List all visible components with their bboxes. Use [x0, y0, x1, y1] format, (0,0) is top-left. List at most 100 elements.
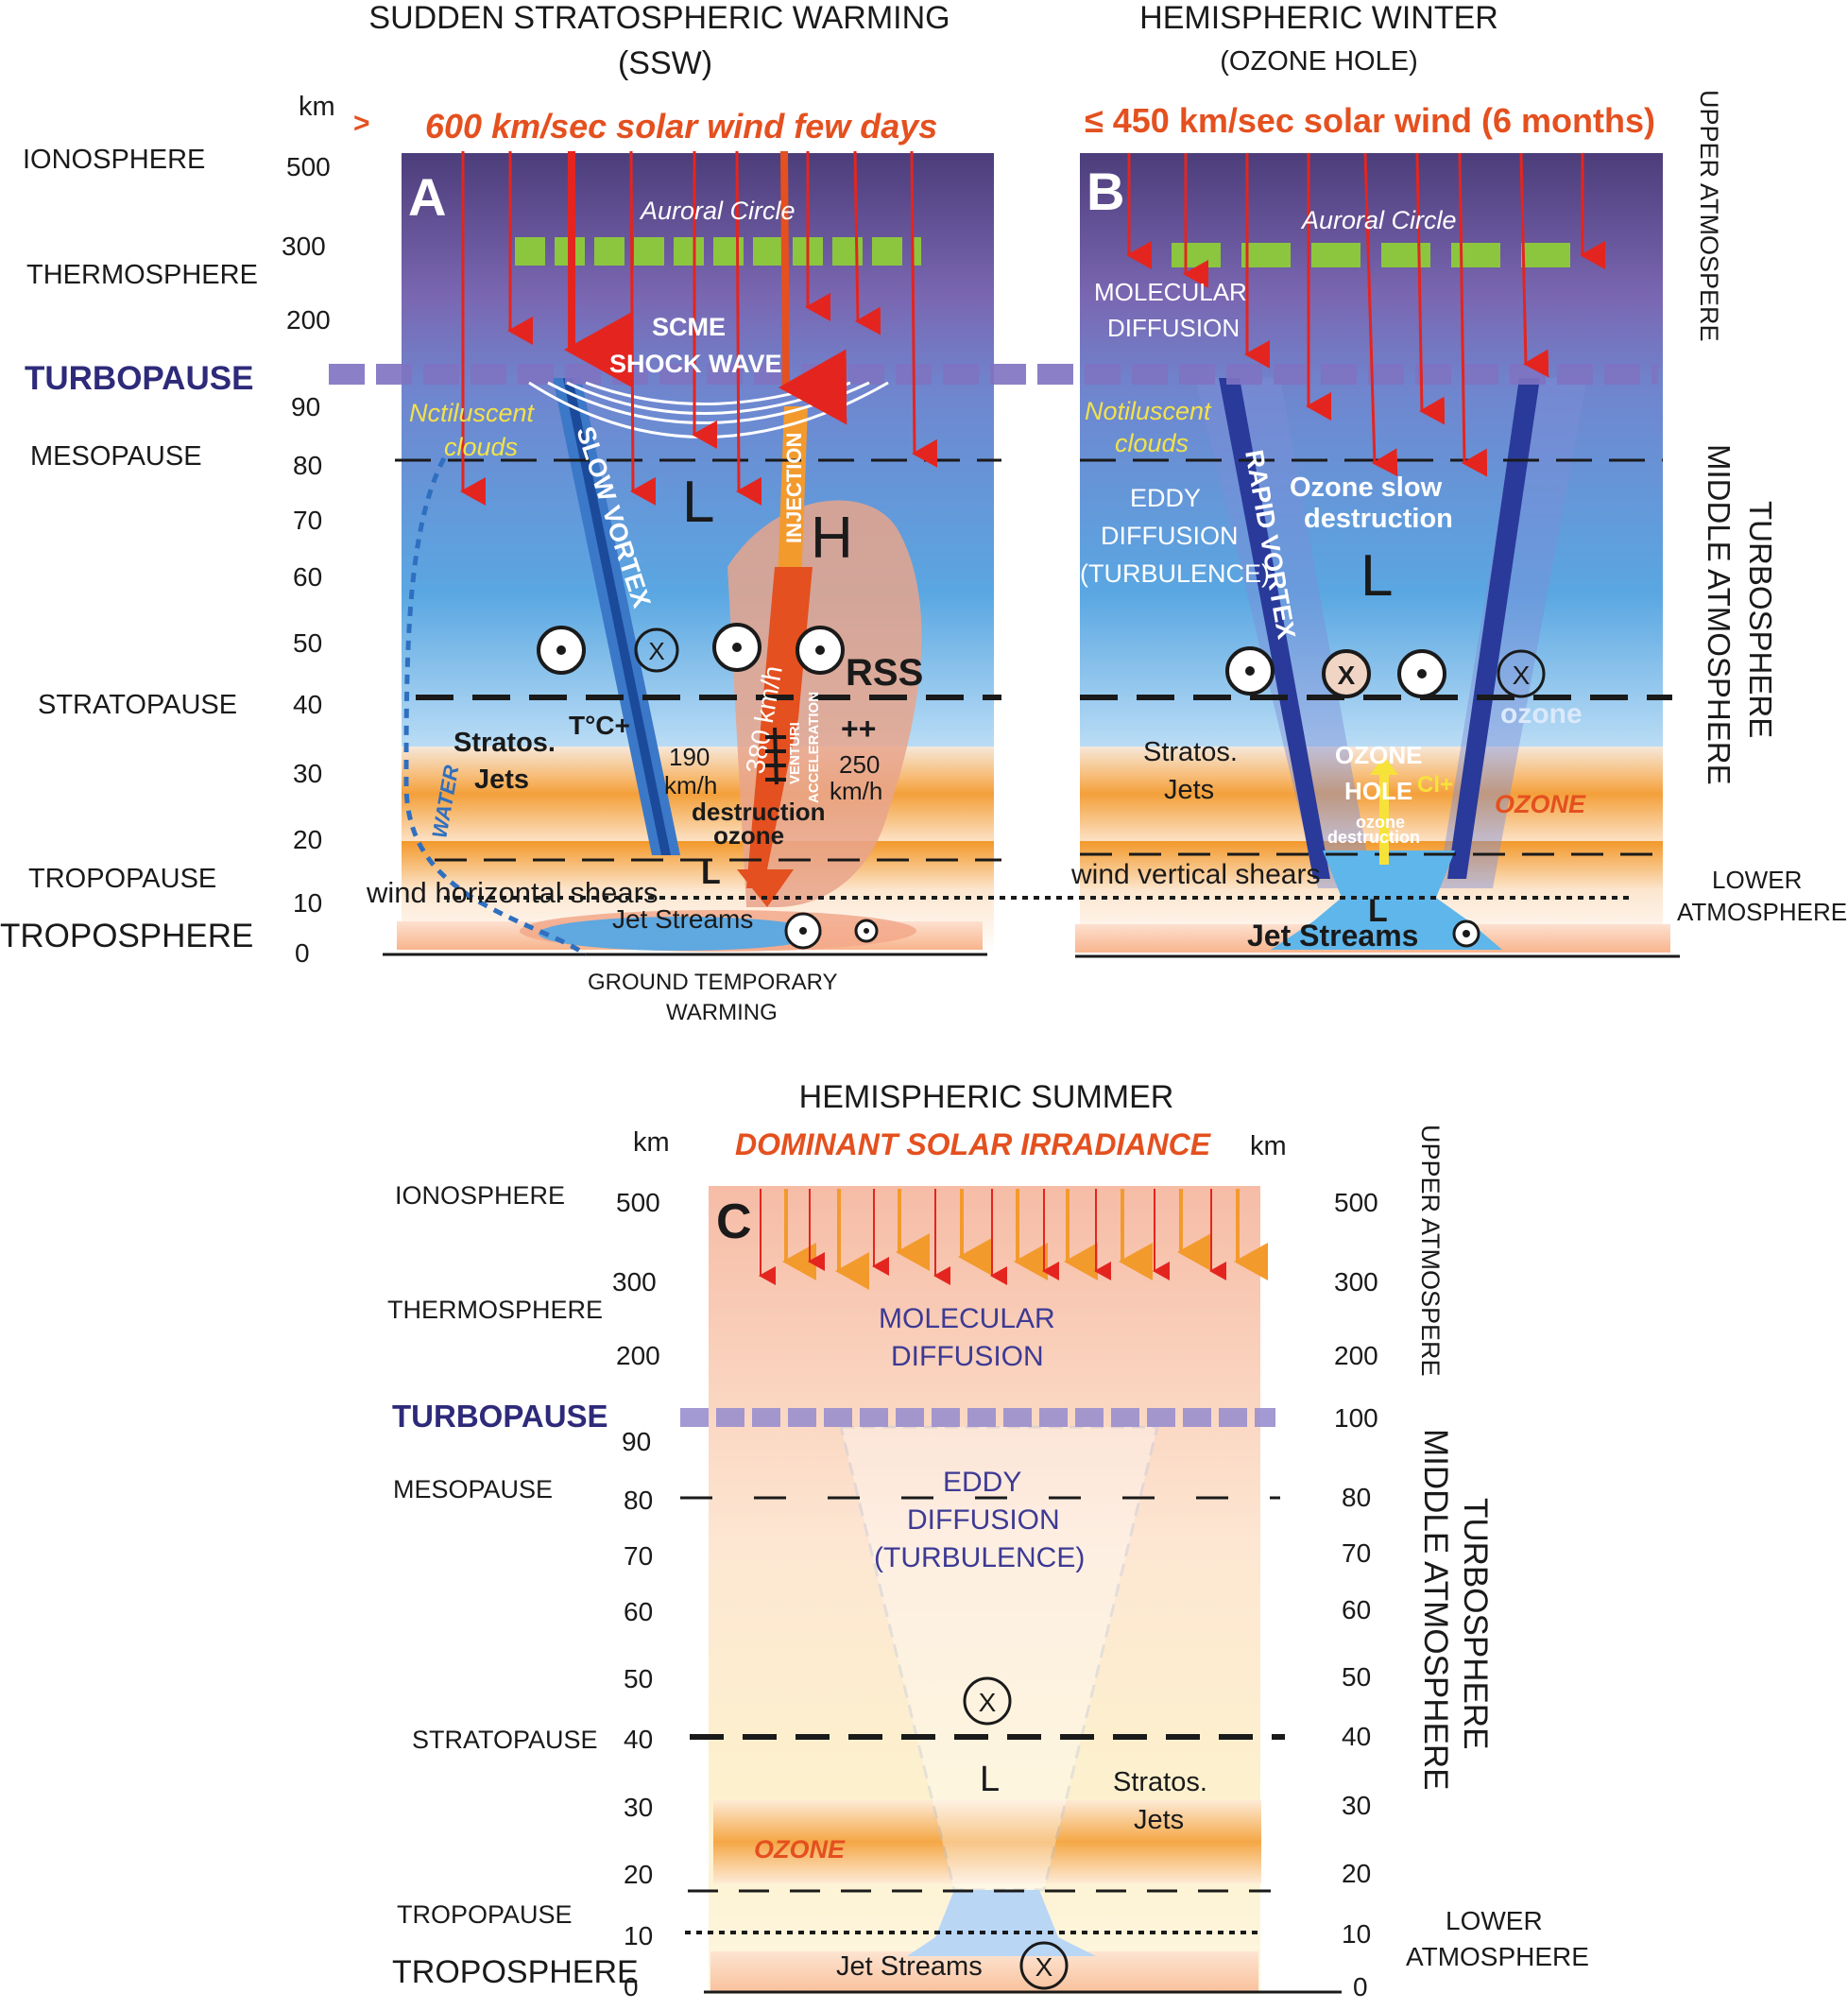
- ozone-slow-1: Ozone slow: [1290, 472, 1443, 503]
- panel-b-letter: B: [1087, 162, 1124, 221]
- km-tick: 40: [293, 690, 322, 719]
- km-right-label: km: [1250, 1131, 1287, 1161]
- km-tick: 0: [1353, 1972, 1368, 2001]
- panel-b-solar-wind: ≤ 450 km/sec solar wind (6 months): [1085, 101, 1655, 140]
- km-tick: 40: [624, 1725, 653, 1754]
- km-tick: 50: [624, 1664, 653, 1693]
- eddy-diffusion-c3: (TURBULENCE): [874, 1542, 1085, 1573]
- label-stratopause: STRATOPAUSE: [38, 690, 237, 720]
- speed-250-value: 250: [839, 750, 880, 779]
- km-tick: 70: [624, 1541, 653, 1571]
- ozone-hole-2: HOLE: [1344, 777, 1412, 805]
- turbosphere-label-top: TURBOSPHERE: [1743, 501, 1778, 738]
- km-tick: 20: [624, 1860, 653, 1889]
- panel-a-solar-arrows: [460, 150, 938, 506]
- stratos-jets-c1: Stratos.: [1113, 1767, 1207, 1797]
- panel-c-title: HEMISPHERIC SUMMER: [799, 1079, 1174, 1115]
- panel-a-high-label: H: [811, 506, 853, 571]
- km-tick: 90: [291, 392, 320, 421]
- panel-a-tropo-low: L: [701, 855, 721, 891]
- panel-b-low-label: L: [1360, 543, 1393, 609]
- cross-symbol: X: [1338, 661, 1356, 690]
- rapid-vortex-left-wall: [1219, 378, 1330, 879]
- bottom-right-km-ticks: 500 300 200 100 80 70 60 50 40 30 20 10 …: [1334, 1188, 1378, 2001]
- lower-atmosphere-top-2: ATMOSPHERE: [1677, 898, 1847, 926]
- injection-label: INJECTION: [782, 433, 806, 543]
- label-troposphere: TROPOSPHERE: [0, 918, 253, 954]
- ozone-slow-2: destruction: [1304, 504, 1453, 534]
- wind-horizontal-shears: wind horizontal shears: [366, 876, 658, 909]
- top-km-ticks: 500 300 200 90 80 70 60 50 40 30 20 10 0: [282, 152, 331, 968]
- panel-b-jet-base: [1271, 850, 1502, 950]
- km-tick: 300: [1334, 1267, 1378, 1297]
- venturi-label-2: ACCELERATION: [806, 692, 822, 803]
- label-stratopause-c: STRATOPAUSE: [412, 1726, 598, 1754]
- eddy-diffusion-c2: DIFFUSION: [907, 1504, 1060, 1536]
- lower-atmosphere-top-1: LOWER: [1712, 866, 1802, 894]
- stratos-jets-a1: Stratos.: [453, 728, 556, 758]
- km-tick: 70: [293, 506, 322, 535]
- km-tick: 500: [616, 1188, 660, 1217]
- km-tick: 80: [293, 451, 322, 480]
- panel-b-auroral-label: Auroral Circle: [1300, 206, 1457, 234]
- plus-plus-label: ++: [841, 712, 876, 746]
- km-tick: 50: [1342, 1662, 1371, 1692]
- cl-plus-label: Cl+: [1417, 772, 1453, 798]
- km-tick: 200: [286, 305, 331, 335]
- label-tropopause: TROPOPAUSE: [28, 864, 216, 894]
- top-layer-lines: [383, 458, 1680, 958]
- label-mesopause-c: MESOPAUSE: [393, 1475, 553, 1503]
- noctilucent-label-b2: clouds: [1115, 429, 1189, 457]
- km-tick: 20: [1342, 1859, 1371, 1888]
- rapid-vortex-right-wall: [1447, 378, 1540, 879]
- noctilucent-label-a1: Nctiluscent: [409, 399, 536, 427]
- ground-warming-1: GROUND TEMPORARY: [588, 970, 837, 995]
- label-ionosphere-c: IONOSPHERE: [395, 1181, 565, 1210]
- stratos-jets-c2: Jets: [1134, 1805, 1184, 1835]
- panel-c-jet-base: [907, 1890, 1096, 1956]
- panel-b-tropo-low: L: [1368, 893, 1388, 929]
- km-tick: 10: [1342, 1919, 1371, 1949]
- panel-c-irradiance-arrows: [759, 1189, 1268, 1290]
- km-tick: 300: [612, 1267, 657, 1297]
- middle-atmosphere-label-bottom: MIDDLE ATMOSPHERE: [1417, 1429, 1454, 1790]
- km-tick: 80: [1342, 1483, 1371, 1512]
- km-tick: 60: [624, 1597, 653, 1626]
- label-thermosphere: THERMOSPHERE: [26, 260, 258, 290]
- ozone-band-c: OZONE: [754, 1835, 846, 1864]
- ozone-destruction-b2: destruction: [1327, 828, 1420, 847]
- km-tick: 70: [1342, 1538, 1371, 1568]
- panel-a-subtitle: (SSW): [618, 45, 712, 81]
- jet-stream-blue-a: [539, 917, 822, 951]
- panel-b-wind-symbols: X X: [1225, 646, 1546, 948]
- jet-streams-label-c: Jet Streams: [836, 1951, 983, 1982]
- panel-b-solar-arrows: [1126, 152, 1605, 477]
- km-unit-label: km: [299, 92, 335, 122]
- km-tick: 200: [1334, 1341, 1378, 1370]
- lower-atmosphere-bottom-2: ATMOSPHERE: [1406, 1942, 1589, 1971]
- speed-190-value: 190: [669, 743, 710, 771]
- km-tick: 20: [293, 825, 322, 854]
- km-tick: 80: [624, 1486, 653, 1515]
- speed-190-unit: km/h: [664, 771, 717, 799]
- destruction-label-a: destruction: [692, 798, 826, 826]
- label-thermosphere-c: THERMOSPHERE: [387, 1296, 603, 1324]
- km-tick: 60: [1342, 1595, 1371, 1624]
- lower-atmosphere-bottom-1: LOWER: [1446, 1906, 1543, 1935]
- bottom-layer-lines: [680, 1496, 1342, 1994]
- km-tick: 30: [293, 759, 322, 788]
- panel-a-solar-wind: 600 km/sec solar wind few days: [425, 107, 937, 146]
- panel-a-title: SUDDEN STRATOSPHERIC WARMING: [368, 0, 950, 36]
- cross-symbol: X: [1035, 1952, 1053, 1982]
- panel-a-wind-symbols: X: [537, 623, 879, 950]
- km-tick: 30: [624, 1793, 653, 1822]
- noctilucent-label-b1: Notiluscent: [1085, 397, 1212, 425]
- ozone-small-b: ozone: [1500, 698, 1583, 730]
- panel-c-letter: C: [716, 1194, 752, 1249]
- km-tick: 10: [293, 888, 322, 918]
- ozone-label-a: ozone: [713, 821, 784, 850]
- km-tick: 0: [295, 938, 310, 968]
- km-tick: 50: [293, 628, 322, 658]
- km-tick: 60: [293, 562, 322, 592]
